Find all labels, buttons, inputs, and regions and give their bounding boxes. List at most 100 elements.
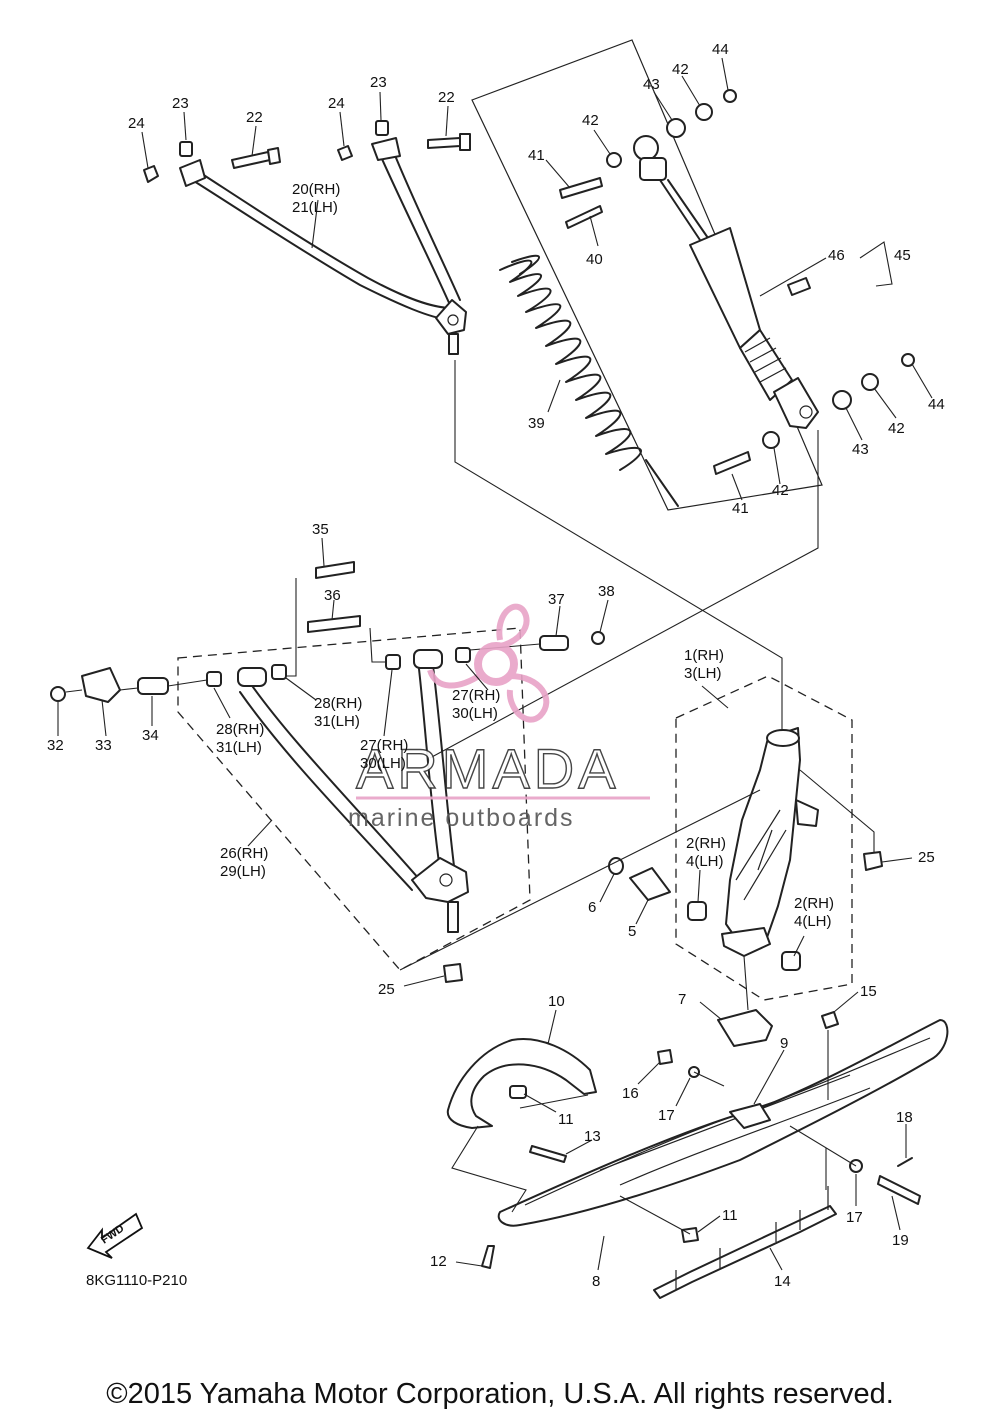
label-17b: 17 xyxy=(846,1209,863,1226)
label-23a: 23 xyxy=(172,95,189,112)
label-9: 9 xyxy=(780,1035,788,1052)
watermark-tagline: marine outboards xyxy=(348,804,575,832)
label-41b: 41 xyxy=(732,500,749,517)
label-42c: 42 xyxy=(888,420,905,437)
copyright-notice: ©2015 Yamaha Motor Corporation, U.S.A. A… xyxy=(106,1378,894,1410)
label-20: 20(RH) xyxy=(292,181,340,198)
label-33: 33 xyxy=(95,737,112,754)
label-6: 6 xyxy=(588,899,596,916)
pad-7 xyxy=(717,1009,773,1047)
upper-a-arm-hardware xyxy=(143,120,471,183)
label-11a: 11 xyxy=(558,1111,574,1128)
label-42a: 42 xyxy=(672,61,689,78)
coil-spring-39 xyxy=(499,254,679,507)
label-19: 19 xyxy=(892,1232,909,1249)
label-46: 46 xyxy=(828,247,845,264)
label-42b: 42 xyxy=(582,112,599,129)
label-11b: 11 xyxy=(722,1207,738,1224)
armada-watermark: ARMADA marine outboards xyxy=(348,603,650,832)
nut-38 xyxy=(591,631,605,645)
bushing-23-left xyxy=(179,141,193,157)
label-23b: 23 xyxy=(370,74,387,91)
label-32: 32 xyxy=(47,737,64,754)
washer-42-d xyxy=(861,373,879,391)
label-25a: 25 xyxy=(378,981,395,998)
bolt-41-a xyxy=(559,177,603,199)
washer-42-a xyxy=(606,152,622,168)
bolt-22-left xyxy=(231,151,271,169)
connector-lines xyxy=(65,360,875,1235)
label-27a: 27(RH) xyxy=(452,687,500,704)
bushing-27-30-b xyxy=(455,647,471,663)
label-41a: 41 xyxy=(528,147,545,164)
label-26: 26(RH) xyxy=(220,845,268,862)
shock-assembly xyxy=(471,39,823,511)
nut-44-b xyxy=(901,353,915,367)
label-13: 13 xyxy=(584,1128,601,1145)
bolt-13 xyxy=(529,1145,567,1163)
lower-a-arm-hardware xyxy=(50,561,605,703)
label-24b: 24 xyxy=(328,95,345,112)
bushing-2-4-a xyxy=(687,901,707,921)
label-27b: 27(RH) xyxy=(360,737,408,754)
watermark-brand: ARMADA xyxy=(356,737,620,800)
bushing-43-b xyxy=(832,390,852,410)
bushing-28-31-b xyxy=(271,664,287,680)
bolt-36 xyxy=(307,615,361,633)
bushing-2-4-b xyxy=(781,951,801,971)
label-4a: 4(LH) xyxy=(686,853,724,870)
nut-44-a xyxy=(723,89,737,103)
label-12: 12 xyxy=(430,1253,447,1270)
bushing-43-a xyxy=(666,118,686,138)
label-22a: 22 xyxy=(246,109,263,126)
label-leaders xyxy=(57,57,933,1271)
runner xyxy=(653,1186,837,1299)
label-44a: 44 xyxy=(712,41,729,58)
lower-a-arm xyxy=(177,627,531,971)
label-25b: 25 xyxy=(918,849,935,866)
nut-24-right xyxy=(337,145,353,161)
washer-6 xyxy=(608,857,624,875)
bushing-23-right xyxy=(375,120,389,136)
label-37: 37 xyxy=(548,591,565,608)
washer-42-c xyxy=(762,431,780,449)
screw-12 xyxy=(481,1245,495,1269)
label-1: 1(RH) xyxy=(684,647,724,664)
label-34: 34 xyxy=(142,727,159,744)
label-18: 18 xyxy=(896,1109,913,1126)
label-5: 5 xyxy=(628,923,636,940)
label-44b: 44 xyxy=(928,396,945,413)
label-8: 8 xyxy=(592,1273,600,1290)
nut-25-left xyxy=(443,963,463,983)
spindle xyxy=(443,675,883,1047)
label-22b: 22 xyxy=(438,89,455,106)
nut-11-b xyxy=(681,1227,699,1243)
ski-handle xyxy=(446,1038,597,1129)
fwd-arrow-icon: FWD xyxy=(86,1212,144,1259)
sticker-46 xyxy=(787,277,811,296)
label-38: 38 xyxy=(598,583,615,600)
label-15: 15 xyxy=(860,983,877,1000)
bolt-41-b xyxy=(713,451,751,475)
bolt-19 xyxy=(877,1175,921,1205)
sleeve-37 xyxy=(539,635,569,651)
nut-32 xyxy=(50,686,66,702)
label-35: 35 xyxy=(312,521,329,538)
label-29: 29(LH) xyxy=(220,863,266,880)
bolt-22-right xyxy=(427,137,461,149)
label-40: 40 xyxy=(586,251,603,268)
label-36: 36 xyxy=(324,587,341,604)
label-43b: 43 xyxy=(852,441,869,458)
label-45: 45 xyxy=(894,247,911,264)
label-10: 10 xyxy=(548,993,565,1010)
bushing-28-31-a xyxy=(206,671,222,687)
label-31b: 31(LH) xyxy=(216,739,262,756)
pin-18 xyxy=(897,1157,913,1167)
bolt-35 xyxy=(315,561,355,579)
label-43a: 43 xyxy=(643,76,660,93)
label-31a: 31(LH) xyxy=(314,713,360,730)
label-21: 21(LH) xyxy=(292,199,338,216)
nut-15 xyxy=(821,1011,839,1029)
ski xyxy=(497,1019,949,1227)
